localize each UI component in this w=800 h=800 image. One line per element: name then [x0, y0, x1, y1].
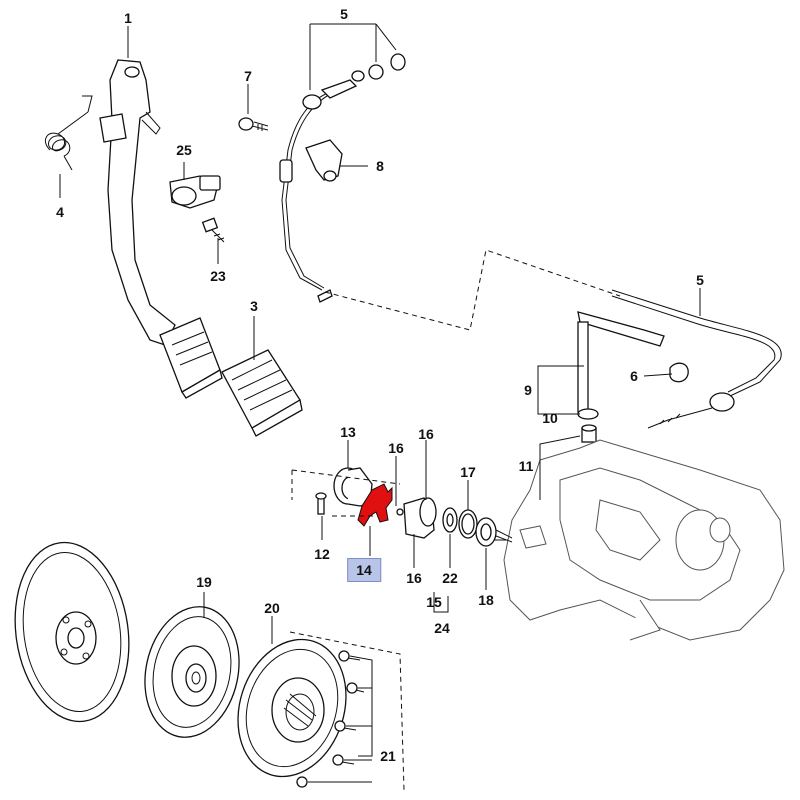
callout-18[interactable]: 18 — [478, 592, 494, 608]
callout-5-upper[interactable]: 5 — [340, 6, 348, 22]
leader-lines — [59, 23, 701, 783]
callout-22[interactable]: 22 — [442, 570, 458, 586]
callout-9[interactable]: 9 — [524, 382, 532, 398]
callout-10[interactable]: 10 — [542, 410, 558, 426]
bolt-7[interactable] — [238, 117, 269, 131]
callout-3[interactable]: 3 — [250, 298, 258, 314]
screw-23[interactable] — [201, 217, 225, 243]
callout-12[interactable]: 12 — [314, 546, 330, 562]
pressure-plate-frame — [289, 631, 405, 791]
callout-16-a[interactable]: 16 — [388, 440, 404, 456]
bolts-21[interactable] — [296, 650, 365, 788]
clutch-pedal[interactable] — [99, 59, 223, 399]
gearbox-housing — [494, 439, 785, 641]
brake-pedal-pad[interactable] — [221, 349, 303, 437]
pedal-switch[interactable] — [169, 175, 221, 209]
washer-10[interactable] — [577, 408, 599, 420]
seal-22[interactable] — [442, 507, 458, 533]
callout-1[interactable]: 1 — [124, 10, 132, 26]
guide-sleeve[interactable] — [396, 497, 437, 539]
release-assembly-frame — [291, 469, 401, 517]
callout-16-b[interactable]: 16 — [418, 426, 434, 442]
callout-20[interactable]: 20 — [264, 600, 280, 616]
callout-21[interactable]: 21 — [380, 748, 396, 764]
o-ring-17[interactable] — [458, 509, 478, 539]
release-bearing-13[interactable] — [333, 467, 373, 507]
cable-bracket[interactable] — [305, 139, 343, 182]
callout-19[interactable]: 19 — [196, 574, 212, 590]
release-lever[interactable] — [577, 311, 665, 413]
cable-route-line — [324, 249, 621, 331]
clutch-disc[interactable] — [133, 598, 250, 746]
callout-13[interactable]: 13 — [340, 424, 356, 440]
callout-17[interactable]: 17 — [460, 464, 476, 480]
bush-11[interactable] — [581, 424, 597, 443]
callout-14-selected[interactable]: 14 — [347, 558, 381, 582]
pressure-plate[interactable] — [221, 625, 363, 790]
callout-7[interactable]: 7 — [244, 68, 252, 84]
callout-24[interactable]: 24 — [434, 620, 450, 636]
clutch-cable-upper[interactable] — [279, 53, 406, 303]
clutch-cable-lower[interactable] — [611, 289, 782, 429]
fork-pin-12[interactable] — [315, 492, 327, 515]
callout-11[interactable]: 11 — [518, 458, 534, 474]
callout-16-c[interactable]: 16 — [406, 570, 422, 586]
callout-25[interactable]: 25 — [176, 142, 192, 158]
callout-8[interactable]: 8 — [376, 158, 384, 174]
retaining-clip[interactable] — [669, 362, 689, 383]
flywheel[interactable] — [4, 535, 140, 729]
callout-23[interactable]: 23 — [210, 268, 226, 284]
callout-6[interactable]: 6 — [630, 368, 638, 384]
callout-4[interactable]: 4 — [56, 204, 64, 220]
callout-15[interactable]: 15 — [426, 594, 442, 610]
release-fork-highlight — [357, 483, 393, 527]
return-spring[interactable] — [45, 95, 93, 171]
bearing-18[interactable] — [475, 517, 513, 547]
callout-5-lower[interactable]: 5 — [696, 272, 704, 288]
release-fork-14[interactable] — [357, 483, 393, 527]
